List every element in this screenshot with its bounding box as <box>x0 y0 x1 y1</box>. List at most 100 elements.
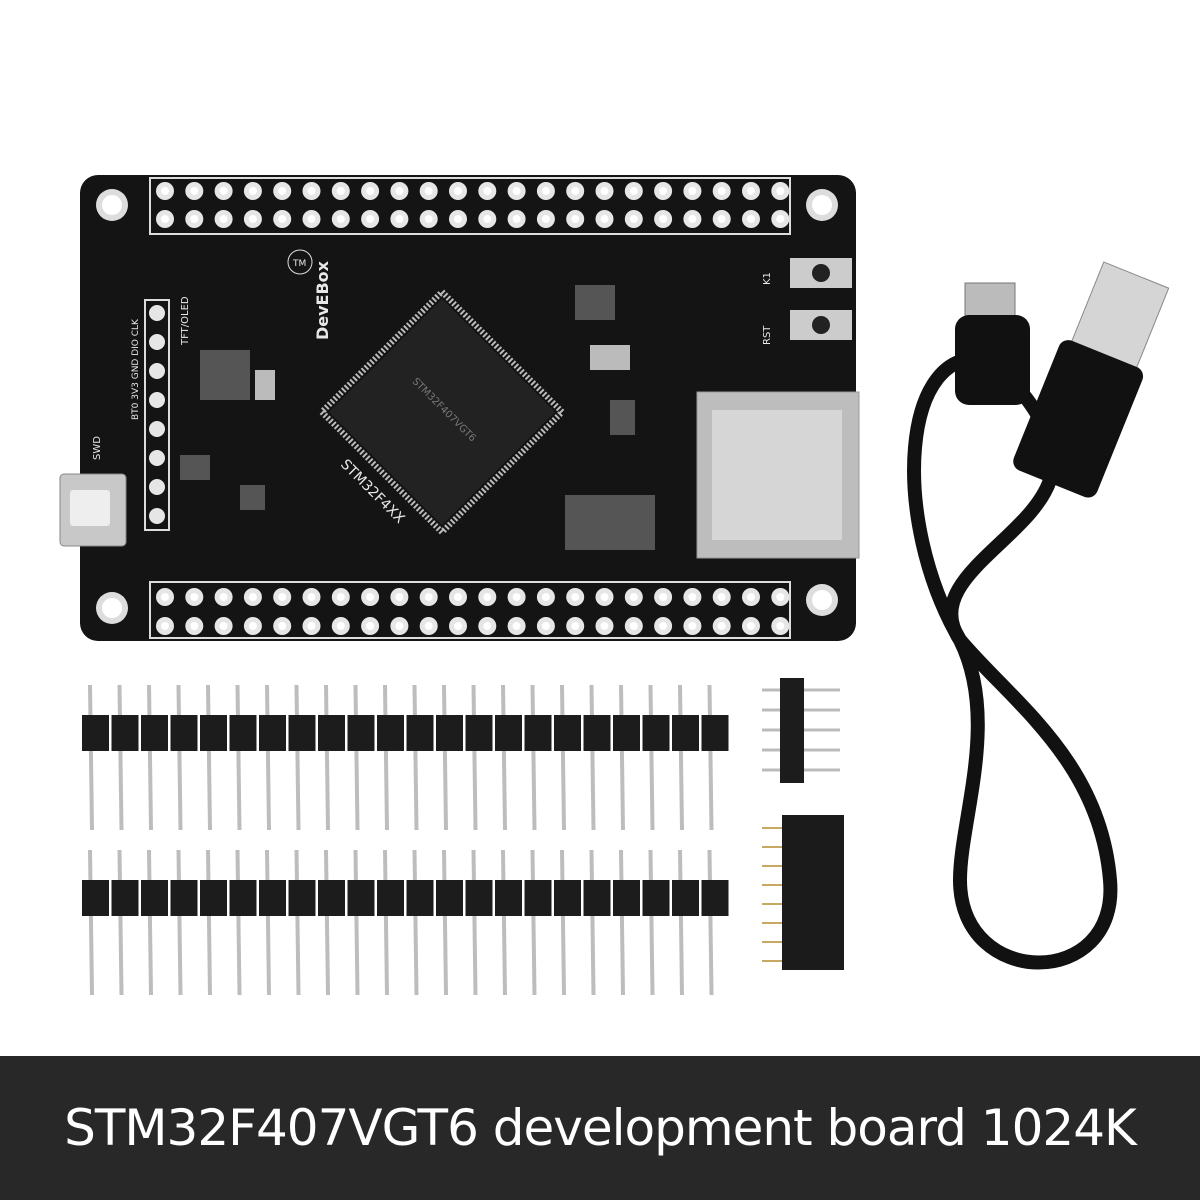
pin-housing <box>288 715 316 751</box>
header-pin <box>619 849 625 996</box>
header-pin <box>294 849 301 996</box>
header-pin <box>707 849 714 996</box>
pin-housing <box>642 715 670 751</box>
pin-housing <box>436 715 463 751</box>
pin-housing <box>170 715 198 751</box>
header-pin <box>147 849 153 996</box>
pin-housing <box>554 880 581 916</box>
usb-a-plug <box>1013 261 1170 498</box>
header-pin <box>412 849 419 996</box>
pin-housing <box>436 880 463 916</box>
pin-housing <box>524 880 552 916</box>
pin-housing <box>495 715 522 751</box>
header-hole <box>149 334 165 350</box>
header-pin <box>560 684 566 831</box>
header-hole <box>149 305 165 321</box>
pin-housing <box>495 880 522 916</box>
swd-label: SWD <box>92 436 103 460</box>
header-pin <box>471 684 478 831</box>
header-pin <box>383 684 389 831</box>
pin-housing <box>377 880 404 916</box>
header-pin <box>294 684 301 831</box>
male-pin-headers <box>82 684 729 996</box>
pin-housing <box>465 715 493 751</box>
header-hole <box>149 479 165 495</box>
pin-housing <box>465 880 493 916</box>
header-hole <box>149 450 165 466</box>
pin-housing <box>259 715 286 751</box>
pin-housing <box>701 715 729 751</box>
pin-housing <box>82 715 109 751</box>
pin-housing <box>318 880 345 916</box>
header-pin <box>648 849 655 996</box>
pin-housing <box>318 715 345 751</box>
header-hole <box>149 392 165 408</box>
pin-housing <box>554 715 581 751</box>
header-pin <box>176 684 183 831</box>
pin-housing <box>672 715 699 751</box>
header-pin <box>206 684 212 831</box>
header-pin <box>442 849 448 996</box>
pin-housing <box>377 715 404 751</box>
header-pin <box>619 684 625 831</box>
female-header <box>762 815 844 970</box>
pin-housing <box>111 880 139 916</box>
header-pin <box>235 849 242 996</box>
header-pin <box>117 849 124 996</box>
reset-label: RST <box>762 325 773 345</box>
pin-housing <box>613 715 640 751</box>
pin-housing <box>111 715 139 751</box>
pin-housing <box>229 880 257 916</box>
header-pin <box>501 684 507 831</box>
header-pin <box>176 849 183 996</box>
header-pin <box>383 849 389 996</box>
header-hole <box>149 508 165 524</box>
header-pin <box>678 684 684 831</box>
micro-usb-plug <box>955 282 1030 405</box>
header-pin <box>235 684 242 831</box>
pin-housing <box>672 880 699 916</box>
header-pin <box>265 684 271 831</box>
brand-label: DevEBox <box>313 260 332 340</box>
mcu-chip: STM32F407VGT6 <box>317 287 567 537</box>
pin-housing <box>141 880 168 916</box>
pin-housing <box>347 880 375 916</box>
header-pin <box>265 849 271 996</box>
pin-housing <box>406 880 434 916</box>
pin-housing <box>82 880 109 916</box>
header-pin <box>88 684 94 831</box>
header-pin <box>501 849 507 996</box>
header-pin <box>648 684 655 831</box>
header-pin <box>560 849 566 996</box>
tft-oled-label: TFT/OLED <box>180 296 191 346</box>
header-pin <box>589 849 596 996</box>
pin-housing <box>200 880 227 916</box>
tm-label: TM <box>292 259 306 269</box>
small-pin-header <box>762 678 840 783</box>
header-pin <box>707 684 714 831</box>
pin-housing <box>613 880 640 916</box>
k1-label: K1 <box>762 272 773 285</box>
header-pin <box>678 849 684 996</box>
header-pin <box>353 684 360 831</box>
header-pin <box>530 684 537 831</box>
header-pin <box>530 849 537 996</box>
pin-housing <box>642 880 670 916</box>
header-pin <box>88 849 94 996</box>
pin-housing <box>583 715 611 751</box>
caption-text: STM32F407VGT6 development board 1024K <box>64 1099 1137 1157</box>
pin-housing <box>347 715 375 751</box>
pin-housing <box>200 715 227 751</box>
header-pin <box>412 684 419 831</box>
pin-housing <box>524 715 552 751</box>
pin-housing <box>170 880 198 916</box>
caption-banner: STM32F407VGT6 development board 1024K <box>0 1056 1200 1200</box>
header-holes <box>156 182 790 635</box>
pin-housing <box>701 880 729 916</box>
pin-housing <box>229 715 257 751</box>
header-pin <box>206 849 212 996</box>
pin-housing <box>288 880 316 916</box>
header-pin <box>324 849 330 996</box>
header-pin <box>589 684 596 831</box>
